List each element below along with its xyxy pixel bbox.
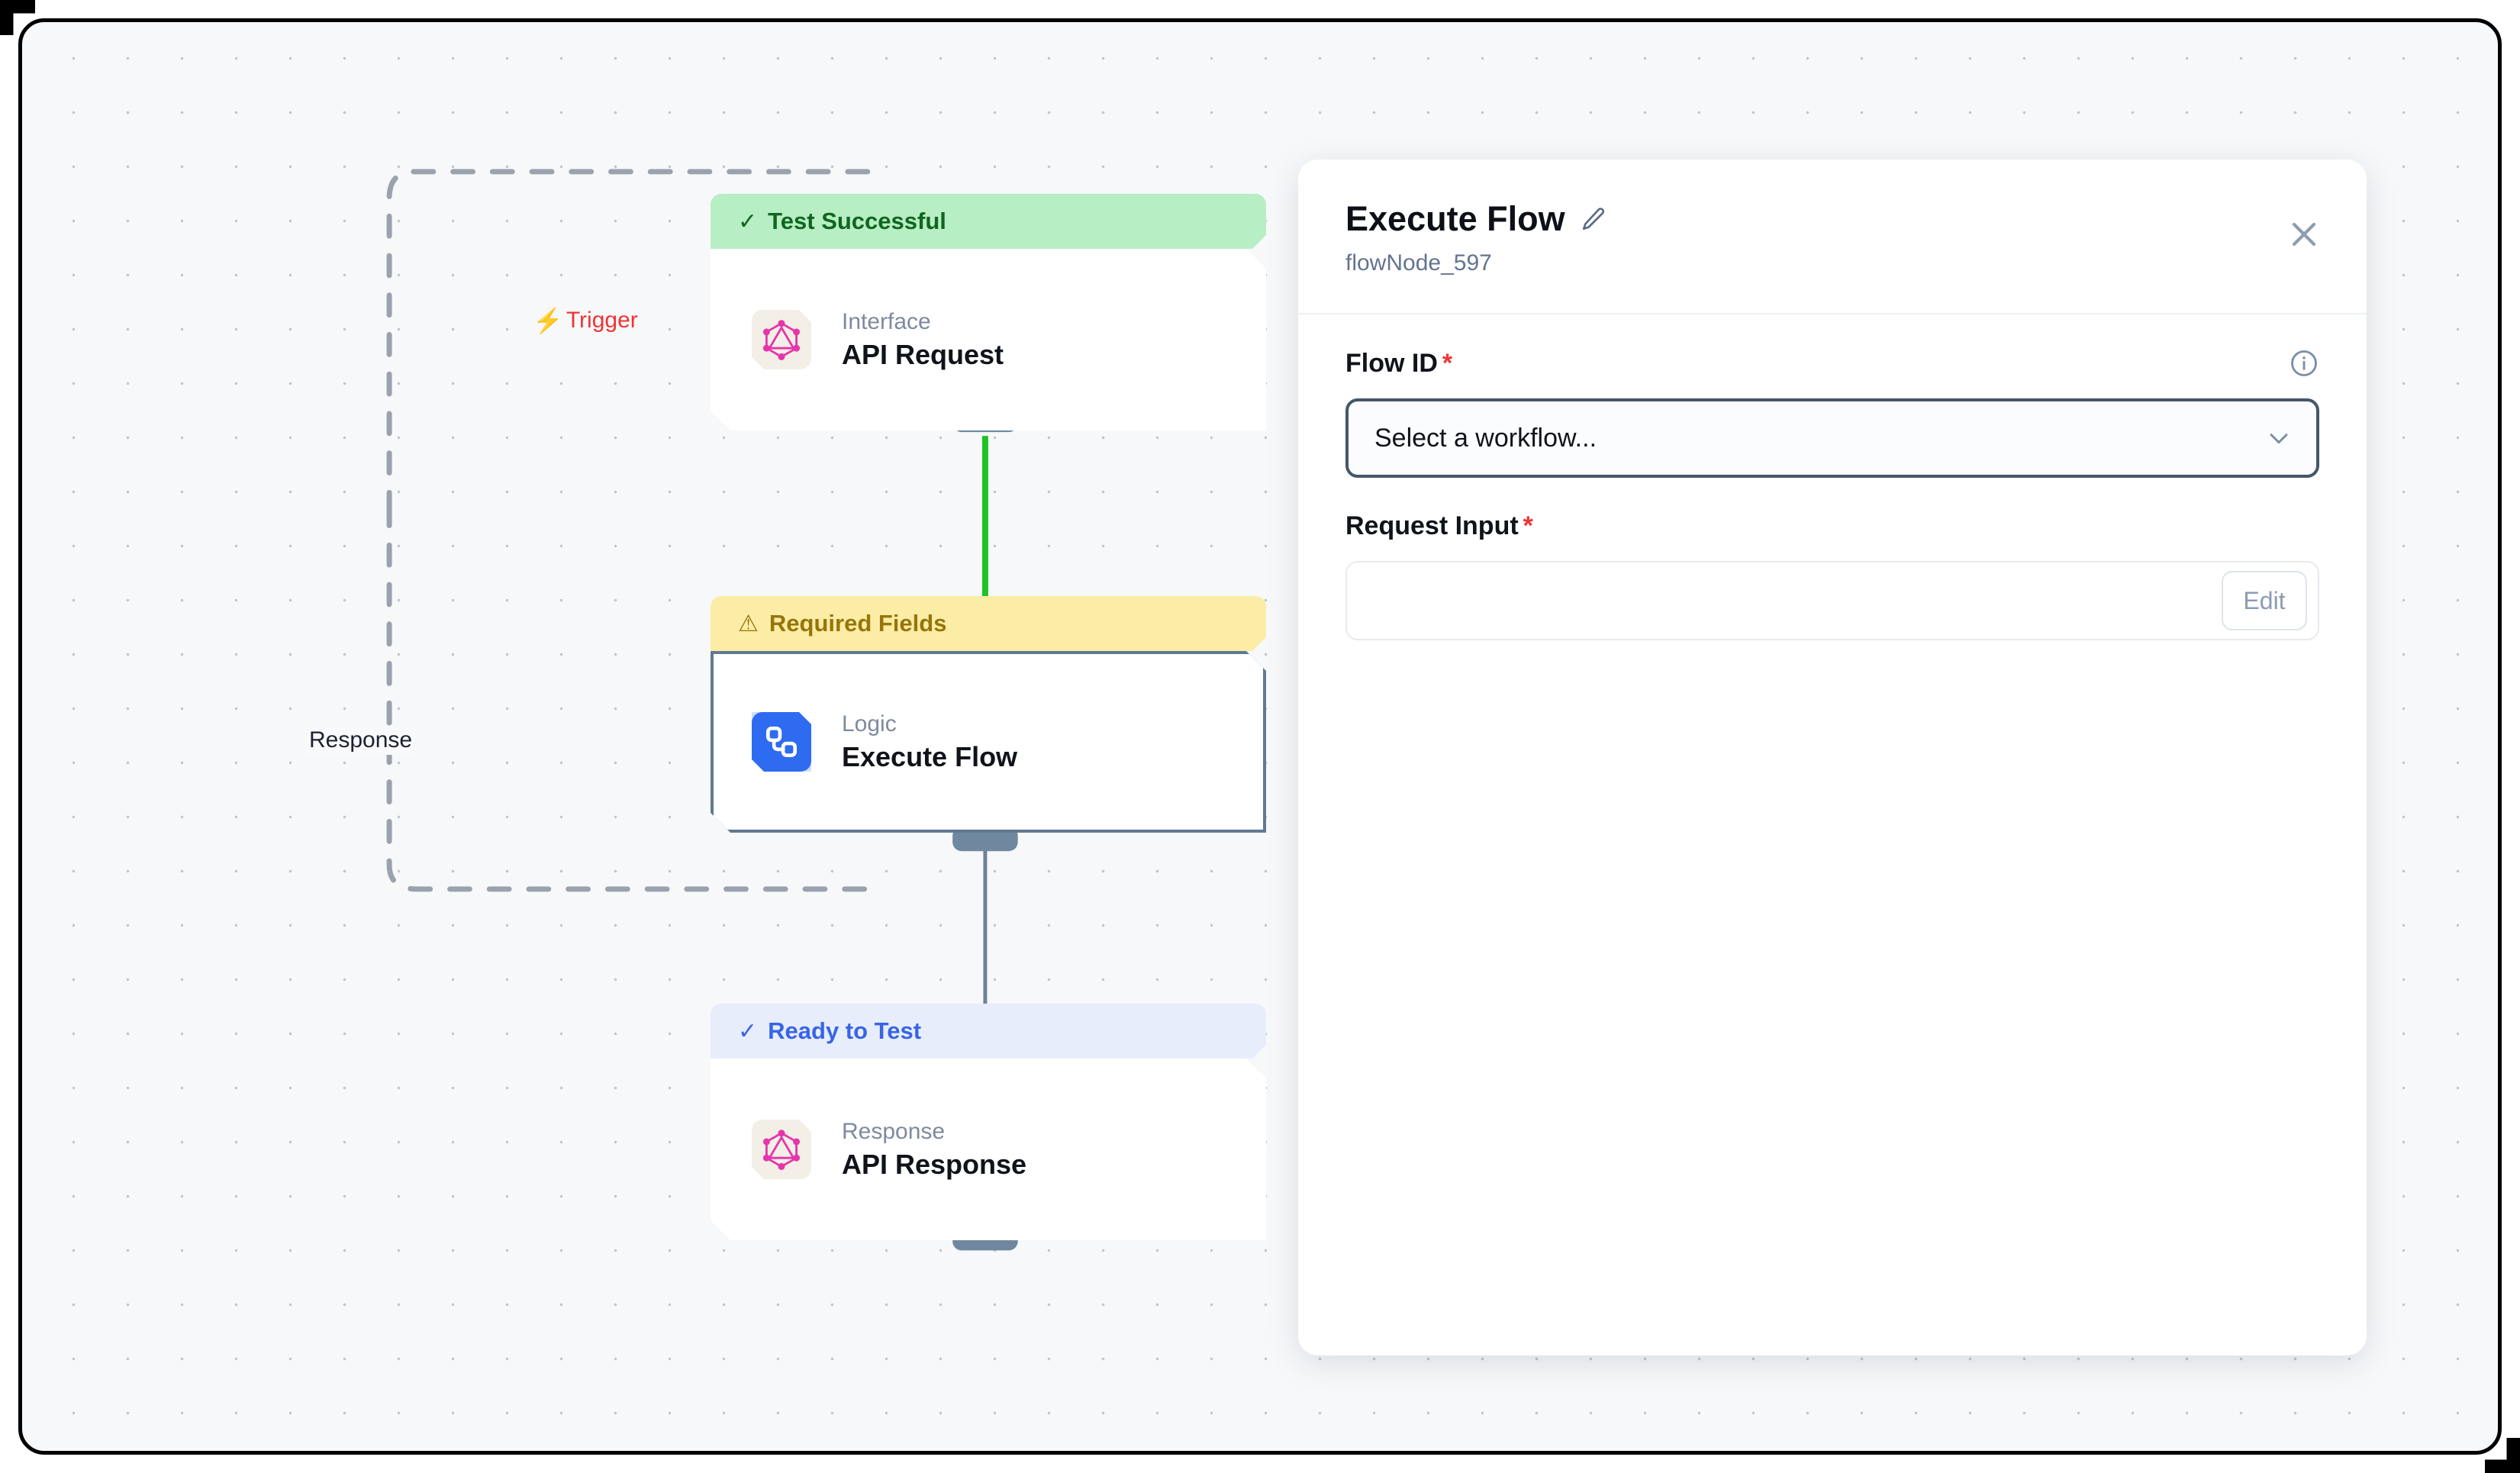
panel-divider (1298, 313, 2367, 315)
panel-header: Execute Flow flowNode_597 (1345, 201, 2319, 276)
node-title-label: API Request (842, 339, 1004, 370)
node-id-label: flowNode_597 (1345, 250, 1492, 276)
field-request-input: Request Input* Edit (1345, 511, 2319, 641)
field-flow-id: Flow ID* Select a workflow... (1345, 348, 2319, 479)
node-card[interactable]: Response API Response (711, 1059, 1266, 1240)
lightning-bolt-icon: ⚡ (533, 307, 563, 334)
node-title-label: Execute Flow (842, 741, 1018, 772)
node-card[interactable]: Interface API Request (711, 249, 1266, 430)
status-badge-label: Ready to Test (768, 1017, 922, 1044)
chevron-down-icon (2270, 434, 2288, 444)
field-label-row: Request Input* (1345, 511, 2319, 541)
edge-label-trigger-text: Trigger (566, 308, 638, 333)
field-label: Request Input* (1345, 511, 1533, 541)
check-icon: ✓ (738, 208, 758, 234)
graphql-icon (752, 310, 811, 369)
page-title: Execute Flow (1345, 199, 1565, 238)
required-marker: * (1442, 348, 1453, 378)
edge-label-trigger: ⚡ Trigger (527, 306, 644, 335)
node-card[interactable]: Logic Execute Flow (711, 651, 1266, 833)
node-kind-label: Interface (842, 309, 931, 334)
request-input-field[interactable]: Edit (1345, 561, 2319, 641)
field-label-text: Flow ID (1345, 348, 1438, 378)
flow-id-select[interactable]: Select a workflow... (1345, 398, 2319, 479)
status-badge: ✓ Ready to Test (711, 1004, 1266, 1059)
panel-title-row: Execute Flow (1345, 201, 2319, 237)
flow-node-api-request[interactable]: ✓ Test Successful (711, 194, 1266, 430)
node-text: Response API Response (842, 1120, 1026, 1178)
node-kind-label: Logic (842, 711, 897, 736)
node-text: Logic Execute Flow (842, 713, 1017, 771)
edge-label-response-text: Response (309, 727, 413, 753)
node-settings-panel: Execute Flow flowNode_597 Flow ID* (1298, 160, 2367, 1355)
pencil-icon[interactable] (1581, 206, 1606, 232)
flow-id-select-value: Select a workflow... (1374, 423, 1597, 453)
status-badge: ⚠ Required Fields (711, 596, 1266, 651)
node-kind-label: Response (842, 1119, 946, 1144)
edit-button[interactable]: Edit (2222, 571, 2307, 631)
graphql-icon (752, 1120, 811, 1179)
node-text: Interface API Request (842, 311, 1004, 369)
status-badge-label: Required Fields (769, 610, 947, 637)
flow-node-api-response[interactable]: ✓ Ready to Test (711, 1004, 1266, 1240)
required-marker: * (1523, 511, 1533, 541)
field-label: Flow ID* (1345, 349, 1452, 379)
status-badge: ✓ Test Successful (711, 194, 1266, 249)
workflow-nodes-icon (752, 712, 811, 772)
flow-node-execute-flow[interactable]: ⚠ Required Fields Logic Execute Flow (711, 596, 1266, 833)
warning-triangle-icon: ⚠ (738, 611, 759, 637)
field-label-text: Request Input (1345, 511, 1519, 541)
flow-canvas[interactable]: ⚡ Trigger Response ✓ Test Successful (18, 18, 2502, 1455)
info-circle-icon[interactable] (2289, 348, 2319, 379)
check-icon: ✓ (738, 1018, 758, 1044)
field-label-row: Flow ID* (1345, 348, 2319, 379)
status-badge-label: Test Successful (768, 208, 946, 234)
edge-label-response: Response (303, 726, 419, 755)
node-title-label: API Response (842, 1149, 1027, 1180)
close-icon[interactable] (2284, 214, 2324, 254)
